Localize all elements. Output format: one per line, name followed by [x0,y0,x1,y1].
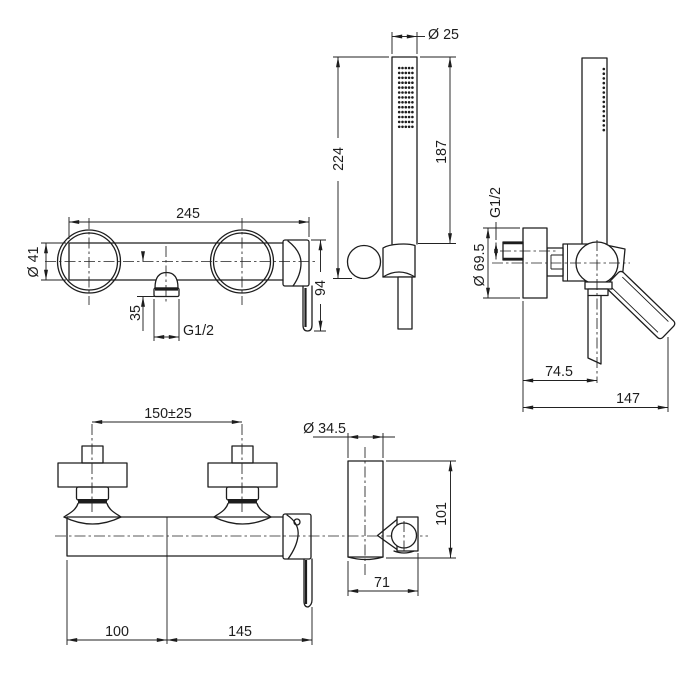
variant-tube-side [347,460,384,558]
right-union [207,445,278,525]
hose-side [587,294,602,365]
dim-outlet-thread: G1/2 [153,299,214,341]
holder-block [382,243,416,278]
dim-label-width: 245 [176,206,200,222]
dim-body-diameter: Ø 41 [26,242,66,281]
variant-valve-cap [282,513,312,560]
variant-body-tube [66,516,284,557]
dim-label-variant-height: 101 [434,502,450,526]
view-handshower-front: Ø 25 224 187 [331,27,459,330]
inlet-nipple-threads [503,242,523,260]
dim-width-245: 245 [68,206,310,239]
dim-variant-depth: 71 [347,553,419,596]
outlet-dome [154,271,179,289]
dim-label-head-diameter: Ø 25 [428,27,459,43]
left-union-band [78,499,107,504]
variant-lever-profile [286,514,299,560]
lever-side [605,270,676,340]
view-variant-side: Ø 34.5 101 71 [303,421,456,596]
dim-outlet-offset: 35 [128,251,155,331]
dim-label-wall-to-axis: 74.5 [545,364,573,380]
valve-cap [282,239,310,287]
left-union-stub [81,445,104,464]
holder-flange [346,244,382,280]
dim-total-depth: 147 [523,337,669,412]
lever-profile [287,240,302,287]
wand-side [581,57,608,249]
dim-label-body-diameter: Ø 41 [26,246,42,277]
left-union-escutcheon [57,462,128,488]
hose [397,276,413,330]
dim-left-length: 100 [66,560,167,645]
dim-label-variant-depth: 71 [374,575,390,591]
left-union-sag [63,516,122,525]
left-union [57,445,128,525]
spray-dots-side [602,67,606,132]
left-union-nut [75,486,110,501]
inlet-nipple [502,241,524,261]
dim-label-total-height: 224 [331,147,347,171]
dim-inlet-thread: G1/2 [488,187,504,260]
dim-variant-body-diameter: Ø 34.5 [303,421,395,458]
dim-union-spacing: 150±25 [92,406,242,424]
dim-label-handle-height: 94 [313,280,329,296]
variant-hub-arc [393,550,415,554]
view-mixer-side: Ø 69.5 G1/2 74.5 147 [472,57,676,412]
variant-bracket-point [376,518,398,551]
dim-label-wand-length: 187 [434,140,450,164]
dim-right-length: 145 [167,607,313,645]
dim-wand-length: 187 [418,56,456,244]
wand [391,56,418,245]
dim-head-diameter: Ø 25 [391,27,459,54]
spray-dots [397,66,414,129]
collar-lower [587,288,609,297]
dim-label-right-length: 145 [228,624,252,640]
dim-flange-diameter: Ø 69.5 [472,227,520,299]
connector-step-inner [550,254,563,270]
left-union-flare [63,502,122,518]
collar-upper [584,281,613,290]
dim-label-total-depth: 147 [616,391,640,407]
outlet-nut [153,287,180,298]
variant-tube-bottom-arc [347,556,384,561]
dim-label-outlet-offset: 35 [128,305,144,321]
dim-wall-to-axis: 74.5 [522,301,597,412]
dim-label-variant-body-diameter: Ø 34.5 [303,421,346,437]
view-variant-front: 150±25 100 145 [55,406,428,645]
dim-label-flange-diameter: Ø 69.5 [472,243,488,286]
dim-total-height: 224 [331,56,389,279]
variant-lever-blade [303,558,313,608]
dim-label-outlet-thread: G1/2 [183,323,214,339]
dim-variant-height: 101 [386,460,456,559]
connector-step [546,247,564,277]
dim-label-left-length: 100 [105,624,129,640]
dim-label-union-spacing: 150±25 [144,406,192,422]
view-mixer-front: 245 Ø 41 35 G1/2 94 [26,206,329,341]
dim-handle-height: 94 [311,239,329,332]
holder-saddle [382,271,416,278]
lever-blade [302,285,313,332]
dim-label-inlet-thread: G1/2 [488,187,504,218]
